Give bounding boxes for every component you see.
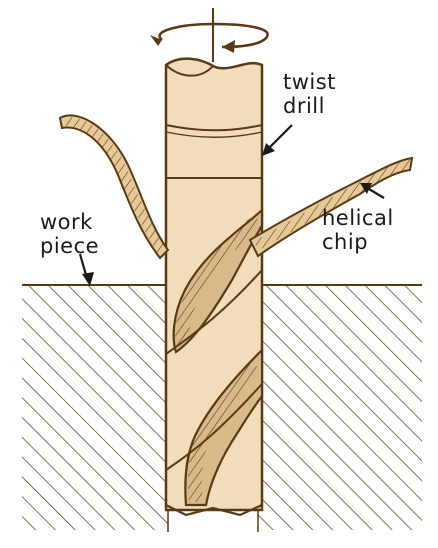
helical-chip-label-line2: chip <box>322 232 368 253</box>
twist-drill-label-line1: twist <box>283 72 336 93</box>
work-piece-leader <box>80 254 94 286</box>
work-piece-label-line2: piece <box>40 236 99 257</box>
twist-drill-leader <box>262 125 292 156</box>
twist-drill-label-line2: drill <box>283 96 325 117</box>
helical-chip-label-line1: helical <box>322 208 394 229</box>
twist-drill <box>166 59 262 515</box>
work-piece-label-line1: work <box>40 212 93 233</box>
